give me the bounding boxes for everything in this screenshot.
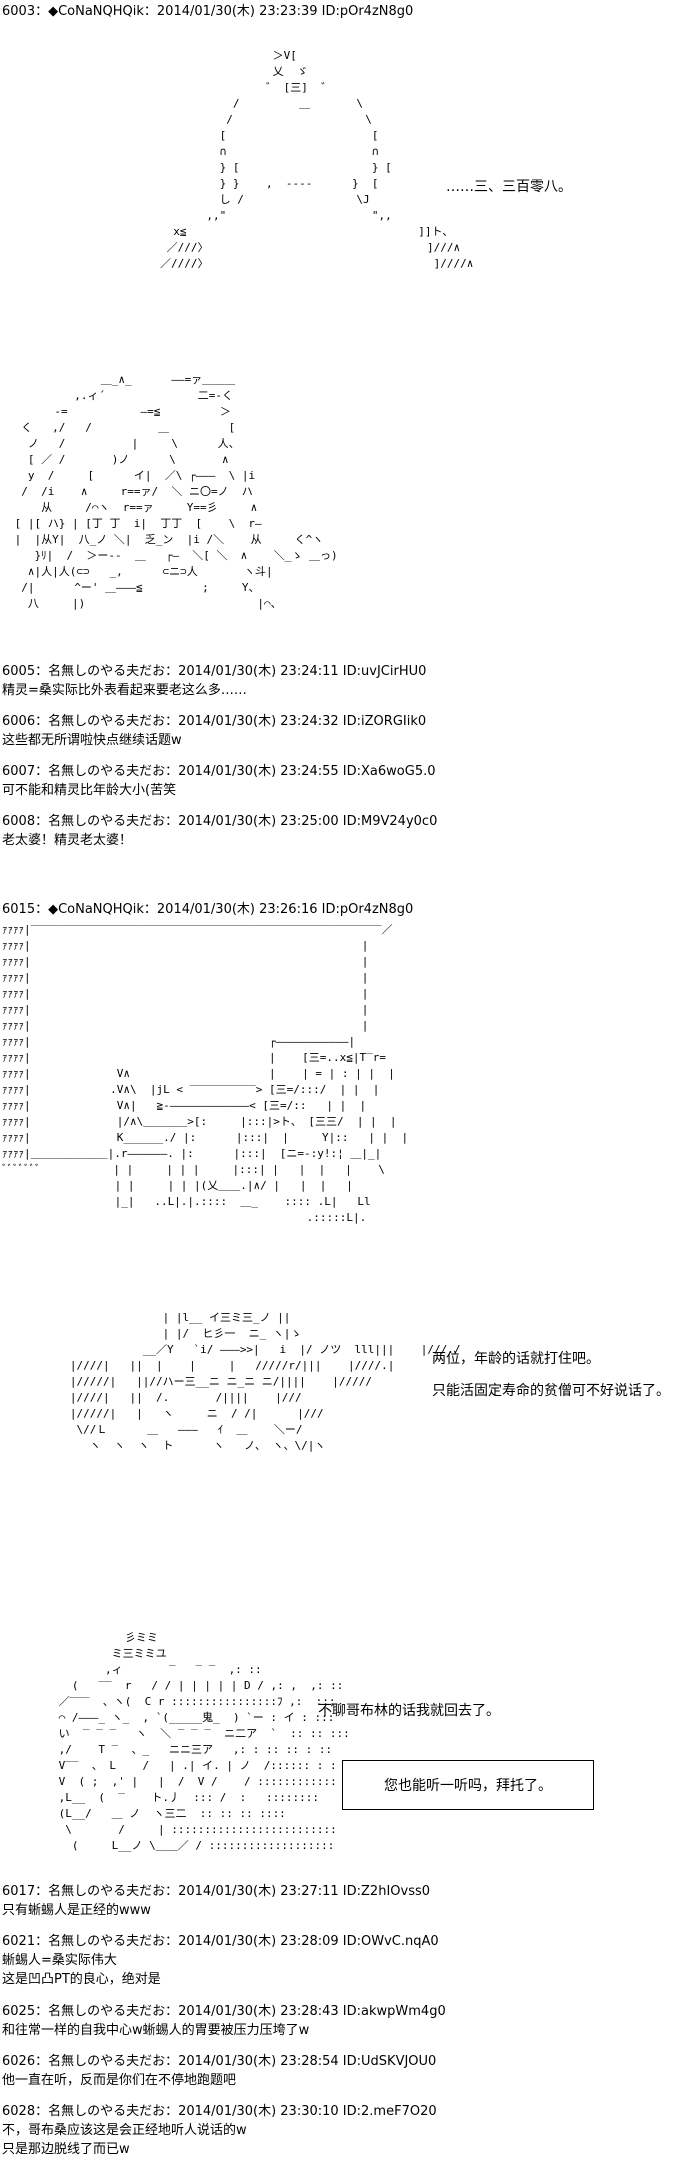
post-header: 6021：名無しのやる夫だお：2014/01/30(木) 23:28:09 ID…: [2, 1934, 439, 1949]
post-body: 他一直在听，反而是你们在不停地跑题吧: [2, 2073, 237, 2088]
ascii-art-group-scene: ＿_∧_ ――=ァ＿＿＿ ,.ィ´ 二=-く -= ―=≦ ＞ く ,/ / ＿…: [14, 373, 338, 610]
post-6017: 6017：名無しのやる夫だお：2014/01/30(木) 23:27:11 ID…: [2, 1882, 430, 1920]
speech-line-2: 两位，年龄的话就打住吧。: [432, 1351, 600, 1367]
speech-line-1: ……三、三百零八。: [446, 179, 572, 195]
post-header: 6015：◆CoNaNQHQik：2014/01/30(木) 23:26:16 …: [2, 902, 414, 917]
post-6007: 6007：名無しのやる夫だお：2014/01/30(木) 23:24:55 ID…: [2, 762, 436, 800]
ascii-art-goblin-figure: 彡ミミ ミ三ミミユ ,ィ ‾ ‾ ‾ ,: :: ( ‾‾ r / / | | …: [58, 1631, 350, 1852]
post-body: 这些都无所谓啦快点继续话题w: [2, 733, 182, 748]
ascii-art-cloaked-figure: ＞V[ 乂 ゞ ゛ [三] ゛ / ＿ \ / \ [ [ ∩ ∩ } [: [160, 49, 474, 270]
post-6015: 6015：◆CoNaNQHQik：2014/01/30(木) 23:26:16 …: [2, 900, 413, 919]
post-header: 6006：名無しのやる夫だお：2014/01/30(木) 23:24:32 ID…: [2, 714, 427, 729]
post-body: 蜥蜴人=桑实际伟大 这是凹凸PT的良心，绝对是: [2, 1953, 161, 1987]
speech-bubble: 您也能听一听吗，拜托了。: [342, 1760, 594, 1810]
ascii-art-room-scene: ｧｧｧｧ|‾‾‾‾‾‾‾‾‾‾‾‾‾‾‾‾‾‾‾‾‾‾‾‾‾‾‾‾‾‾‾‾‾‾‾…: [2, 923, 409, 1224]
speech-line-5: 您也能听一听吗，拜托了。: [384, 1778, 552, 1794]
post-header: 6026：名無しのやる夫だお：2014/01/30(木) 23:28:54 ID…: [2, 2054, 437, 2069]
post-body: 老太婆！精灵老太婆！: [2, 833, 133, 848]
post-header: 6005：名無しのやる夫だお：2014/01/30(木) 23:24:11 ID…: [2, 664, 427, 679]
post-header: 6008：名無しのやる夫だお：2014/01/30(木) 23:25:00 ID…: [2, 814, 438, 829]
post-header: 6003：◆CoNaNQHQik：2014/01/30(木) 23:23:39 …: [2, 4, 414, 19]
post-6028: 6028：名無しのやる夫だお：2014/01/30(木) 23:30:10 ID…: [2, 2102, 437, 2159]
post-6008: 6008：名無しのやる夫だお：2014/01/30(木) 23:25:00 ID…: [2, 812, 437, 850]
post-6006: 6006：名無しのやる夫だお：2014/01/30(木) 23:24:32 ID…: [2, 712, 426, 750]
post-6003: 6003：◆CoNaNQHQik：2014/01/30(木) 23:23:39 …: [2, 2, 413, 21]
post-body: 和往常一样的自我中心w蜥蜴人的胃要被压力压垮了w: [2, 2023, 310, 2038]
speech-line-4: 不聊哥布林的话我就回去了。: [318, 1703, 500, 1719]
post-6026: 6026：名無しのやる夫だお：2014/01/30(木) 23:28:54 ID…: [2, 2052, 436, 2090]
post-header: 6007：名無しのやる夫だお：2014/01/30(木) 23:24:55 ID…: [2, 764, 436, 779]
post-body: 可不能和精灵比年龄大小(苦笑: [2, 783, 177, 798]
post-body: 只有蜥蜴人是正经的www: [2, 1903, 151, 1918]
post-6005: 6005：名無しのやる夫だお：2014/01/30(木) 23:24:11 ID…: [2, 662, 426, 700]
speech-line-3: 只能活固定寿命的贫僧可不好说话了。: [432, 1383, 670, 1399]
post-body: 精灵=桑实际比外表看起来要老这么多……: [2, 683, 247, 698]
post-6021: 6021：名無しのやる夫だお：2014/01/30(木) 23:28:09 ID…: [2, 1932, 439, 1989]
post-header: 6028：名無しのやる夫だお：2014/01/30(木) 23:30:10 ID…: [2, 2104, 437, 2119]
post-header: 6017：名無しのやる夫だお：2014/01/30(木) 23:27:11 ID…: [2, 1884, 431, 1899]
post-header: 6025：名無しのやる夫だお：2014/01/30(木) 23:28:43 ID…: [2, 2004, 446, 2019]
post-body: 不，哥布桑应该这是会正经地听人说话的w 只是那边脱线了而已w: [2, 2123, 247, 2157]
ascii-art-monk-figure: | |l__ イ三ミ三_ノ || | |/ ヒ彡一 ニ_ ヽ|ゝ __／Y `i…: [69, 1311, 461, 1452]
post-6025: 6025：名無しのやる夫だお：2014/01/30(木) 23:28:43 ID…: [2, 2002, 446, 2040]
